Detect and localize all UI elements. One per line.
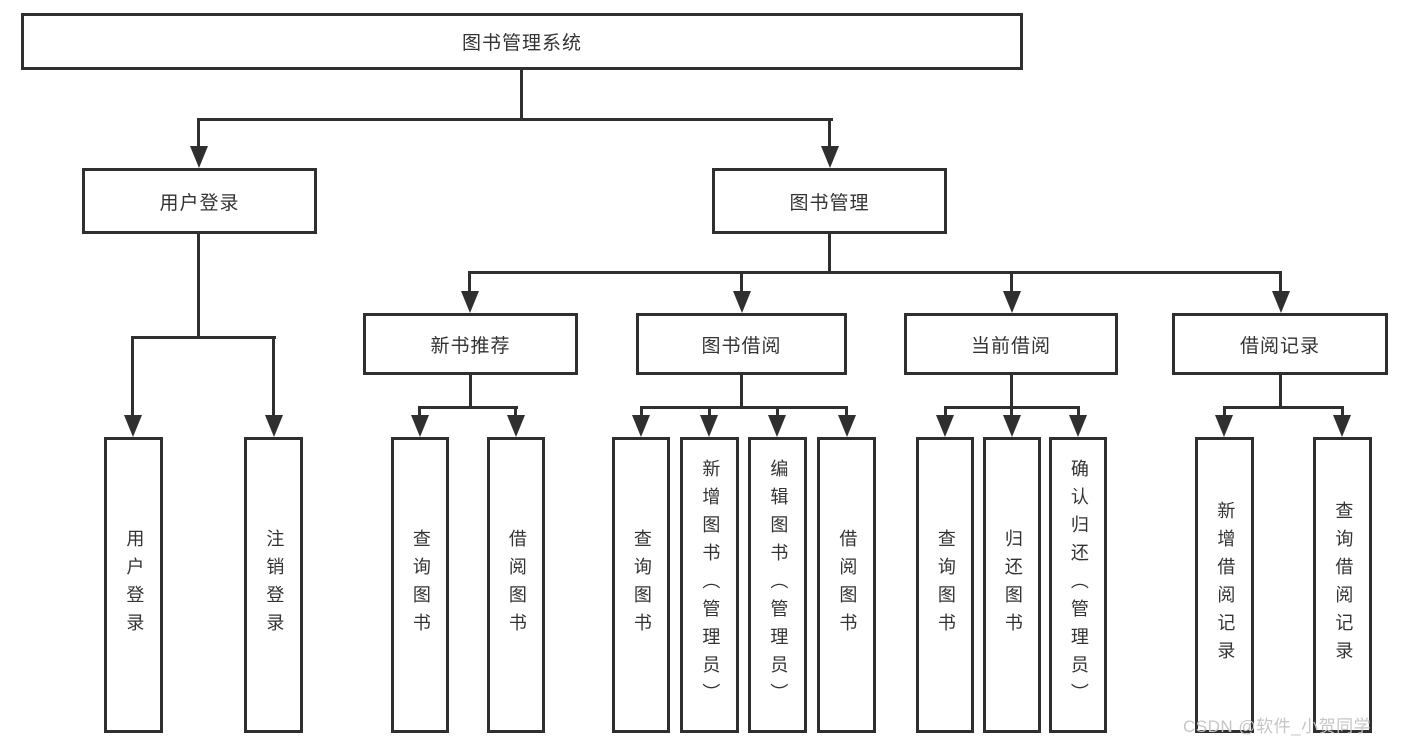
node-label: 用户登录 (159, 192, 240, 214)
leaf-return-books: 归还图书 (983, 437, 1041, 733)
connector-line (418, 406, 518, 409)
connector-line (197, 234, 200, 338)
arrow-down-icon (700, 415, 718, 437)
arrow-down-icon (768, 415, 786, 437)
connector-line (640, 406, 848, 409)
leaf-query-books-borrowing: 查询图书 (612, 437, 670, 733)
node-label: 图书管理系统 (461, 33, 582, 54)
arrow-down-icon (1333, 415, 1351, 437)
node-book-management: 图书管理 (712, 168, 947, 234)
leaf-borrow-books-borrowing: 借阅图书 (817, 437, 876, 733)
connector-line (418, 406, 421, 418)
connector-line (1279, 375, 1282, 408)
watermark: CSDN @软件_小贺同学 (1183, 717, 1372, 736)
leaf-label: 注销登录 (264, 529, 285, 641)
connector-line (197, 118, 200, 150)
arrow-down-icon (821, 146, 839, 168)
node-label: 当前借阅 (970, 335, 1051, 357)
leaf-user-login: 用户登录 (104, 437, 163, 733)
arrow-down-icon (1272, 291, 1290, 313)
leaf-label: 用户登录 (124, 529, 145, 641)
leaf-label: 借阅图书 (837, 529, 858, 641)
connector-line (468, 271, 1282, 274)
connector-line (740, 375, 743, 408)
connector-line (131, 336, 276, 339)
node-new-book-recommendation: 新书推荐 (363, 313, 578, 375)
arrow-down-icon (507, 415, 525, 437)
connector-line (828, 118, 831, 150)
node-label: 新书推荐 (430, 335, 511, 357)
connector-line (828, 234, 831, 274)
connector-line (1341, 406, 1344, 418)
arrow-down-icon (190, 146, 208, 168)
leaf-label: 查询图书 (631, 529, 652, 641)
leaf-label: 借阅图书 (506, 529, 527, 641)
connector-line (944, 406, 947, 418)
leaf-label: 编辑图书（管理员） (768, 459, 789, 711)
connector-line (1279, 271, 1282, 295)
arrow-down-icon (936, 415, 954, 437)
node-label: 借阅记录 (1239, 335, 1320, 357)
leaf-label: 新增图书（管理员） (700, 459, 721, 711)
arrow-down-icon (733, 291, 751, 313)
arrow-down-icon (461, 291, 479, 313)
leaf-borrow-books-recommend: 借阅图书 (487, 437, 545, 733)
leaf-label: 确认归还（管理员） (1068, 459, 1089, 711)
leaf-edit-books-admin: 编辑图书（管理员） (748, 437, 807, 733)
connector-line (740, 271, 743, 295)
arrow-down-icon (411, 415, 429, 437)
connector-line (776, 406, 779, 418)
arrow-down-icon (1003, 415, 1021, 437)
connector-line (1077, 406, 1080, 418)
arrow-down-icon (632, 415, 650, 437)
leaf-confirm-return-admin: 确认归还（管理员） (1049, 437, 1107, 733)
leaf-label: 查询图书 (410, 529, 431, 641)
connector-line (1010, 271, 1013, 295)
leaf-add-borrow-record: 新增借阅记录 (1195, 437, 1254, 733)
node-user-login: 用户登录 (82, 168, 317, 234)
connector-line (514, 406, 517, 418)
arrow-down-icon (124, 415, 142, 437)
connector-line (845, 406, 848, 418)
node-label: 图书管理 (789, 192, 870, 214)
leaf-logout: 注销登录 (244, 437, 303, 733)
node-borrowing-records: 借阅记录 (1172, 313, 1388, 375)
node-current-borrowing: 当前借阅 (904, 313, 1118, 375)
connector-line (131, 336, 134, 418)
leaf-query-borrow-record: 查询借阅记录 (1313, 437, 1372, 733)
leaf-label: 新增借阅记录 (1215, 501, 1236, 669)
arrow-down-icon (838, 415, 856, 437)
connector-line (1223, 406, 1344, 409)
node-label: 图书借阅 (701, 335, 782, 357)
connector-line (1010, 375, 1013, 408)
arrow-down-icon (1069, 415, 1087, 437)
connector-line (197, 118, 833, 121)
arrow-down-icon (1003, 291, 1021, 313)
leaf-label: 查询借阅记录 (1333, 501, 1354, 669)
arrow-down-icon (265, 415, 283, 437)
leaf-label: 归还图书 (1002, 529, 1023, 641)
connector-line (708, 406, 711, 418)
leaf-query-books-recommend: 查询图书 (391, 437, 449, 733)
connector-line (1223, 406, 1226, 418)
leaf-label: 查询图书 (935, 529, 956, 641)
leaf-add-books-admin: 新增图书（管理员） (680, 437, 739, 733)
connector-line (272, 336, 275, 418)
leaf-query-books-current: 查询图书 (916, 437, 974, 733)
arrow-down-icon (1215, 415, 1233, 437)
connector-line (469, 375, 472, 408)
connector-line (640, 406, 643, 418)
node-book-borrowing: 图书借阅 (636, 313, 847, 375)
node-library-management-system: 图书管理系统 (21, 13, 1023, 70)
connector-line (468, 271, 471, 295)
connector-line (520, 69, 523, 121)
connector-line (1010, 406, 1013, 418)
